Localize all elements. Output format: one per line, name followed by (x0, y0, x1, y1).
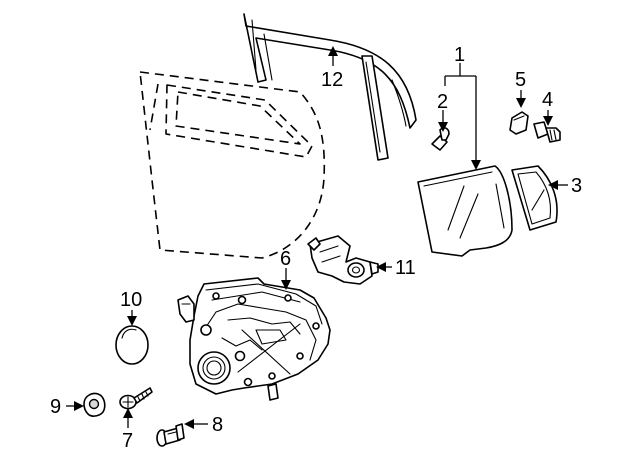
stud-bolt-part[interactable] (533, 121, 561, 143)
callout-1: 1 (454, 44, 465, 66)
callout-11: 11 (395, 257, 416, 279)
callout-7: 7 (122, 430, 133, 452)
door-shell-outline (139, 71, 326, 259)
run-channel-part[interactable] (243, 13, 417, 161)
regulator-panel-part[interactable] (177, 277, 331, 401)
leader-lines (66, 46, 568, 429)
door-glass-part[interactable] (417, 165, 513, 257)
glass-clip-part[interactable] (431, 127, 450, 151)
callout-10: 10 (120, 289, 142, 311)
callout-2: 2 (437, 91, 448, 113)
nut-part[interactable] (83, 392, 106, 417)
push-pin-part[interactable] (156, 423, 185, 447)
callout-3: 3 (571, 175, 582, 197)
callout-5: 5 (515, 69, 526, 91)
quarter-glass-part[interactable] (511, 165, 558, 231)
callout-12: 12 (321, 69, 343, 91)
screw-part[interactable] (119, 387, 153, 410)
window-motor-part[interactable] (307, 235, 379, 285)
callout-9: 9 (50, 396, 61, 418)
callout-8: 8 (212, 414, 223, 436)
hole-plug-part[interactable] (115, 325, 149, 365)
callout-6: 6 (280, 248, 291, 270)
bumper-part[interactable] (509, 111, 529, 135)
callout-4: 4 (542, 89, 553, 111)
callout-labels: 1 2 3 4 5 6 7 8 9 10 11 12 (50, 44, 582, 452)
